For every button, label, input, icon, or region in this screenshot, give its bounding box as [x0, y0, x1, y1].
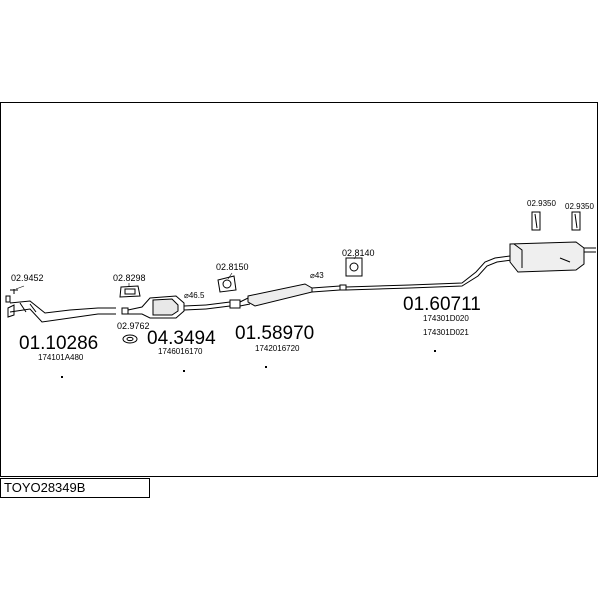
part-number: 01.58970	[235, 323, 315, 344]
accessory-label: 02.8150	[216, 262, 249, 272]
hanger-icon	[10, 211, 581, 344]
middle-silencer[interactable]	[205, 283, 341, 310]
rear-muffler-assembly[interactable]	[339, 241, 596, 291]
oem-number: 174101A480	[38, 353, 84, 362]
pipe-joint	[121, 307, 129, 315]
diagram-frame	[0, 102, 598, 477]
part-number: 01.10286	[19, 333, 99, 354]
part-number: 04.3494	[147, 328, 216, 349]
accessory-label: 02.9350	[527, 199, 556, 208]
dot-mark	[434, 350, 436, 352]
oem-number: 1742016720	[255, 344, 300, 353]
dot-mark	[61, 376, 63, 378]
front-pipe[interactable]	[5, 295, 116, 323]
leader-lines	[15, 255, 357, 290]
diameter-label: ⌀43	[310, 271, 324, 280]
dot-mark	[265, 366, 267, 368]
reference-box: TOYO28349B	[0, 478, 150, 498]
part-number: 01.60711	[403, 294, 481, 315]
accessory-label: 02.8140	[342, 248, 375, 258]
catalytic-converter[interactable]	[127, 295, 207, 319]
oem-number: 174301D021	[423, 328, 469, 337]
accessory-label: 02.9452	[11, 273, 44, 283]
accessory-label: 02.9762	[117, 321, 150, 331]
accessory-label: 02.9350	[565, 202, 594, 211]
dot-mark	[183, 370, 185, 372]
oem-number: 1746016170	[158, 347, 203, 356]
reference-code: TOYO28349B	[4, 480, 86, 495]
accessory-label: 02.8298	[113, 273, 146, 283]
oem-number: 174301D020	[423, 314, 469, 323]
diameter-label: ⌀46.5	[184, 291, 205, 300]
